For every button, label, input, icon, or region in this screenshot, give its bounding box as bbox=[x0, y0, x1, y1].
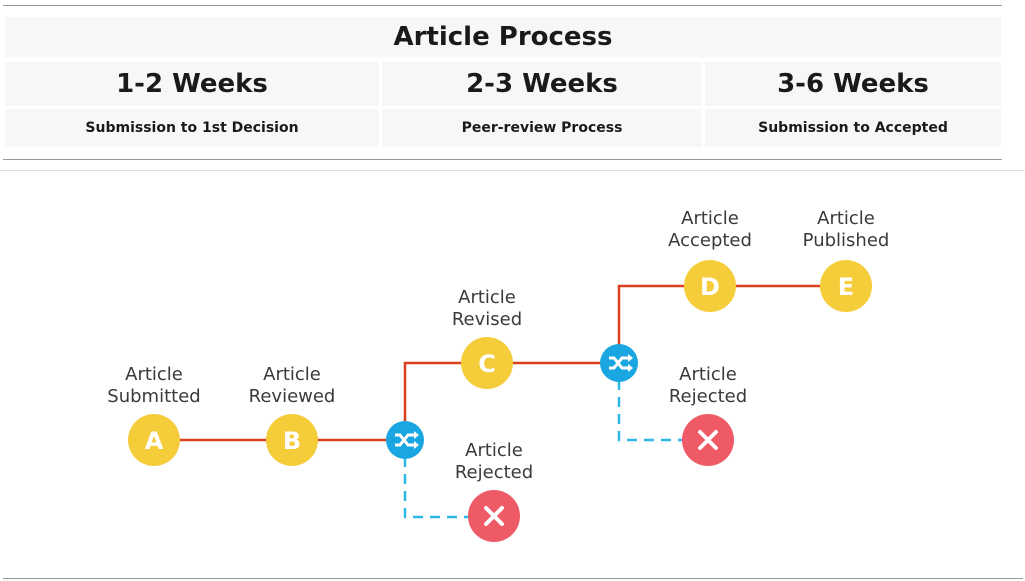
svg-text:Article: Article bbox=[681, 208, 739, 229]
phase-description: Submission to 1st Decision bbox=[5, 109, 379, 147]
svg-text:A: A bbox=[145, 427, 164, 455]
svg-text:Rejected: Rejected bbox=[669, 386, 747, 407]
reject-path bbox=[617, 363, 708, 442]
svg-text:Article: Article bbox=[817, 208, 875, 229]
shuffle-icon bbox=[598, 342, 640, 384]
top-divider bbox=[3, 5, 1002, 6]
svg-text:Article: Article bbox=[125, 364, 183, 385]
x-icon bbox=[680, 412, 736, 468]
reject-path bbox=[403, 440, 494, 519]
svg-text:E: E bbox=[838, 273, 854, 301]
phase-description: Peer-review Process bbox=[382, 109, 702, 147]
svg-text:Reviewed: Reviewed bbox=[249, 386, 336, 407]
svg-text:Accepted: Accepted bbox=[668, 230, 752, 251]
svg-text:Article: Article bbox=[465, 440, 523, 461]
svg-text:Article: Article bbox=[679, 364, 737, 385]
shuffle-icon bbox=[384, 419, 426, 461]
table-bottom-divider bbox=[3, 159, 1002, 160]
svg-text:Article: Article bbox=[263, 364, 321, 385]
bottom-divider bbox=[3, 578, 1023, 579]
svg-text:Rejected: Rejected bbox=[455, 462, 533, 483]
phase-duration: 1-2 Weeks bbox=[5, 62, 379, 106]
svg-text:C: C bbox=[478, 350, 496, 378]
svg-text:B: B bbox=[283, 427, 301, 455]
section-divider bbox=[0, 170, 1025, 171]
x-icon bbox=[466, 488, 522, 544]
phase-duration: 3-6 Weeks bbox=[705, 62, 1001, 106]
svg-text:D: D bbox=[700, 273, 720, 301]
phase-duration: 2-3 Weeks bbox=[382, 62, 702, 106]
svg-text:Article: Article bbox=[458, 287, 516, 308]
svg-text:Submitted: Submitted bbox=[107, 386, 200, 407]
svg-text:Published: Published bbox=[803, 230, 890, 251]
page-title: Article Process bbox=[5, 17, 1001, 57]
phase-description: Submission to Accepted bbox=[705, 109, 1001, 147]
svg-text:Revised: Revised bbox=[452, 309, 522, 330]
